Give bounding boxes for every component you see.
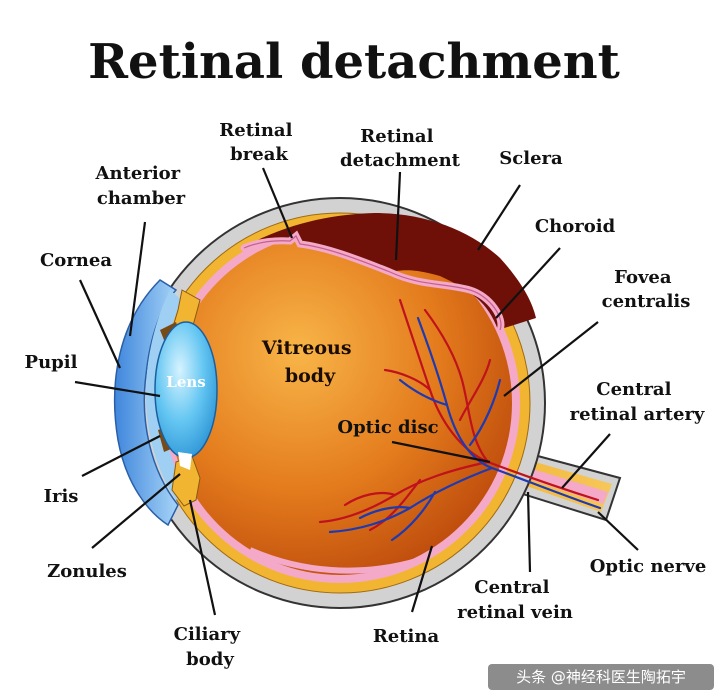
label-retina: Retina bbox=[373, 626, 440, 647]
watermark-text: 头条 @神经科医生陶拓宇 bbox=[516, 668, 686, 686]
diagram-title: Retinal detachment bbox=[88, 34, 620, 90]
leader-optic-disc bbox=[391, 440, 491, 464]
label-iris: Iris bbox=[44, 486, 79, 507]
leader-retinal-break bbox=[261, 167, 294, 239]
label-retinal-break: Retinal break bbox=[219, 120, 298, 165]
anterior-chamber-shape bbox=[146, 290, 186, 500]
label-cornea: Cornea bbox=[40, 250, 112, 271]
central-retinal-artery-vessels bbox=[318, 298, 600, 532]
leader-pupil bbox=[74, 380, 161, 398]
label-ciliary-body: Ciliary body bbox=[174, 624, 247, 670]
leader-retina bbox=[410, 545, 434, 613]
leader-fovea-centralis bbox=[503, 321, 599, 397]
label-fovea-centralis: Fovea centralis bbox=[602, 267, 691, 312]
detached-retina-edge bbox=[243, 235, 502, 331]
vitreous-body-shape bbox=[168, 231, 512, 575]
label-central-retinal-vein: Central retinal vein bbox=[457, 577, 573, 623]
leader-sclera bbox=[477, 184, 521, 251]
label-retinal-detachment: Retinal detachment bbox=[340, 126, 461, 171]
label-lens: Lens bbox=[166, 373, 205, 391]
leader-zonules bbox=[91, 473, 181, 549]
label-sclera: Sclera bbox=[499, 148, 563, 169]
zonules-shape bbox=[178, 452, 192, 470]
leader-choroid bbox=[495, 247, 561, 319]
central-retinal-vein-vessels bbox=[328, 316, 602, 542]
leader-central-retinal-artery bbox=[561, 433, 611, 489]
leader-cornea bbox=[78, 279, 122, 369]
leader-ciliary-body bbox=[188, 499, 217, 616]
leader-retinal-detachment bbox=[394, 171, 402, 261]
label-optic-disc: Optic disc bbox=[337, 417, 438, 438]
label-anterior-chamber: Anterior chamber bbox=[95, 163, 187, 209]
leader-lines bbox=[74, 167, 639, 616]
leader-anterior-chamber bbox=[128, 221, 147, 337]
label-central-retinal-artery: Central retinal artery bbox=[570, 379, 705, 425]
leader-optic-nerve bbox=[597, 511, 639, 551]
cornea-shape bbox=[113, 279, 179, 527]
label-vitreous-body: Vitreous body bbox=[261, 337, 358, 387]
label-zonules: Zonules bbox=[47, 561, 127, 582]
retina-bottom-band bbox=[248, 547, 421, 574]
leader-central-retinal-vein bbox=[526, 491, 532, 573]
leader-iris bbox=[81, 435, 161, 477]
label-optic-nerve: Optic nerve bbox=[590, 556, 707, 577]
watermark: 头条 @神经科医生陶拓宇 bbox=[488, 664, 714, 690]
label-choroid: Choroid bbox=[535, 216, 616, 237]
label-pupil: Pupil bbox=[25, 352, 78, 373]
